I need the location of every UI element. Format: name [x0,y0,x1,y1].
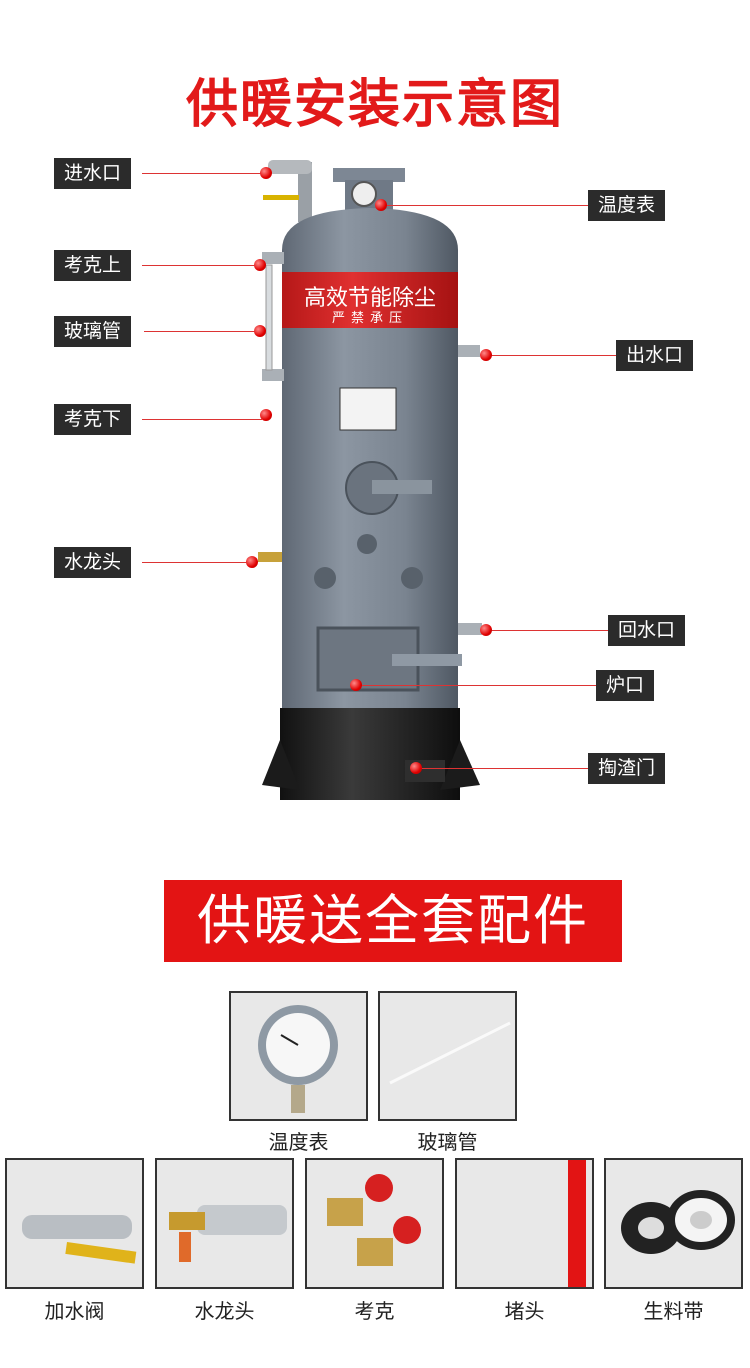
caption-cock: 考克 [354,1299,395,1323]
label-faucet: 水龙头 [54,547,132,578]
label-outlet: 出水口 [616,340,694,371]
label-furnace-door: 炉口 [596,670,655,701]
temp-gauge-icon [351,181,377,207]
label-temp-gauge: 温度表 [588,190,666,221]
accessory-thumb-faucet [155,1158,294,1289]
caption-ptfe-tape: 生料带 [643,1299,704,1323]
caption-faucet: 水龙头 [194,1299,255,1323]
label-inlet: 进水口 [54,158,132,189]
svg-text:严禁承压: 严禁承压 [332,311,408,326]
accessory-thumb-glass-tube [378,991,517,1121]
accessory-thumb-plug [455,1158,594,1289]
accessory-thumb-fill-valve [5,1158,144,1289]
label-glass-tube: 玻璃管 [54,316,132,347]
caption-fill-valve: 加水阀 [44,1299,105,1323]
accessory-thumb-temp-gauge [229,991,368,1121]
accessories-banner: 供暖送全套配件 [164,880,622,962]
nameplate [339,387,397,431]
boiler-illustration: 高效节能除尘 严禁承压 [258,160,482,800]
warning-band [282,272,458,328]
caption-plug: 堵头 [504,1299,545,1323]
page-title: 供暖安装示意图 [185,75,564,135]
label-return: 回水口 [608,615,686,646]
caption-temp-gauge: 温度表 [268,1130,329,1154]
svg-text:高效节能除尘: 高效节能除尘 [304,286,436,311]
label-cock-lower: 考克下 [54,404,132,435]
label-ash-door: 掏渣门 [588,753,666,784]
caption-glass-tube: 玻璃管 [417,1130,478,1154]
accessory-thumb-ptfe-tape [604,1158,743,1289]
label-cock-upper: 考克上 [54,250,132,281]
inlet-pipe [298,162,312,222]
accessory-thumb-cock [305,1158,444,1289]
